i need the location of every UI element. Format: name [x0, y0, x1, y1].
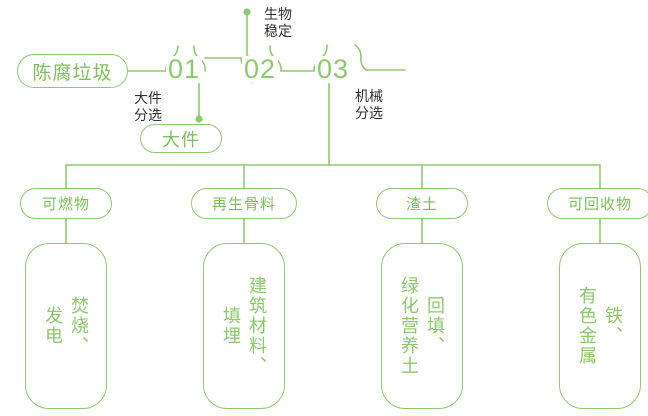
branch-node-3[interactable]: 渣土	[376, 188, 468, 219]
branch-node-2[interactable]: 再生骨料	[191, 188, 297, 219]
stage01-process-label: 大件 分选	[134, 90, 162, 123]
edge-stage03-to-bus	[320, 71, 331, 166]
branch-label-4: 可回收物	[567, 196, 632, 213]
stage03-process-label: 机械 分选	[355, 88, 383, 121]
product-label-3: 回填、 绿化营养土	[399, 276, 445, 376]
stage-number-03[interactable]: 03	[315, 54, 352, 84]
edge-dot-stage01-output	[195, 115, 203, 123]
stage01-output-label: 大件	[162, 129, 200, 150]
branch-label-1: 可燃物	[41, 196, 90, 213]
root-node-stale-waste[interactable]: 陈腐垃圾	[17, 54, 128, 88]
branch-node-4[interactable]: 可回收物	[547, 188, 648, 219]
branch-label-2: 再生骨料	[211, 196, 276, 213]
branch-node-1[interactable]: 可燃物	[20, 188, 112, 219]
product-label-1: 焚烧、 发电	[43, 296, 89, 356]
stage-number-01[interactable]: 01	[166, 54, 203, 84]
product-label-2: 建筑材料、 填埋	[221, 276, 267, 376]
product-box-4[interactable]: 铁、 有色金属	[559, 243, 641, 409]
product-box-2[interactable]: 建筑材料、 填埋	[203, 243, 285, 409]
edge-dot-stage02-label	[243, 8, 251, 16]
stage02-process-label: 生物 稳定	[264, 6, 292, 39]
stage-number-02[interactable]: 02	[242, 54, 279, 84]
product-label-4: 铁、 有色金属	[577, 286, 623, 366]
root-node-label: 陈腐垃圾	[32, 62, 113, 84]
product-box-1[interactable]: 焚烧、 发电	[25, 243, 107, 409]
branch-label-3: 渣土	[405, 196, 438, 213]
product-box-3[interactable]: 回填、 绿化营养土	[381, 243, 463, 409]
stage03-right-bracket	[354, 44, 367, 71]
stage01-output-node[interactable]: 大件	[140, 124, 222, 153]
